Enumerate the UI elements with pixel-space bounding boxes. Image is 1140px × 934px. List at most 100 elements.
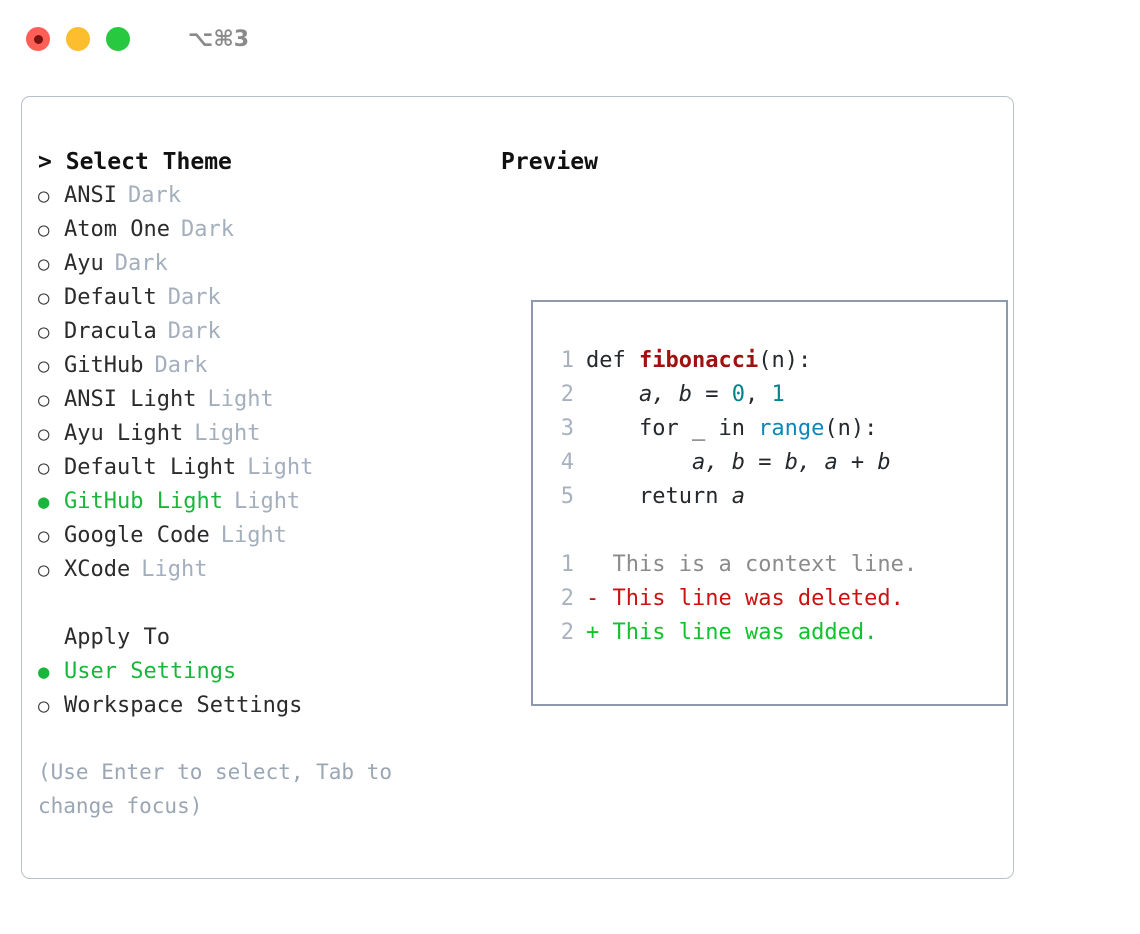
theme-option-label: Default [64, 285, 157, 310]
apply-to-heading: ○Apply To [38, 621, 488, 655]
apply-to-option-user-settings[interactable]: ● User Settings [38, 655, 488, 689]
theme-variant-badge: Dark [180, 217, 234, 242]
radio-unselected-icon: ○ [38, 695, 50, 717]
apply-to-option-label: User Settings [64, 659, 237, 684]
theme-option-label: ANSI [64, 183, 117, 208]
code-token-var: a [731, 484, 745, 509]
code-line: 4 a, b = b, a + b [550, 446, 917, 480]
theme-variant-badge: Light [247, 455, 314, 480]
theme-option-label: Ayu [64, 251, 104, 276]
theme-option-default[interactable]: ○ Default Dark [38, 281, 488, 315]
theme-option-dracula[interactable]: ○ Dracula Dark [38, 315, 488, 349]
title-bar: ⌥⌘3 [0, 0, 1140, 78]
radio-unselected-icon: ○ [38, 389, 50, 411]
code-token-plain: , [744, 382, 772, 407]
code-token-var: a, b [691, 450, 745, 475]
code-token-plain: def [586, 348, 639, 373]
radio-unselected-icon: ○ [38, 423, 50, 445]
apply-to-option-workspace-settings[interactable]: ○Workspace Settings [38, 689, 488, 723]
theme-variant-badge: Dark [127, 183, 181, 208]
theme-variant-badge: Dark [167, 319, 221, 344]
radio-unselected-icon: ○ [38, 321, 50, 343]
theme-option-label: Dracula [64, 319, 157, 344]
code-token-var: b, a + b [784, 450, 891, 475]
diff-sign: - [586, 586, 600, 611]
minimize-window-button[interactable] [66, 27, 90, 51]
theme-option-google-code[interactable]: ○ Google Code Light [38, 519, 488, 553]
theme-option-ansi-light[interactable]: ○ ANSI Light Light [38, 383, 488, 417]
radio-selected-icon: ● [38, 661, 50, 683]
theme-option-label: Google Code [64, 523, 210, 548]
code-token-builtin: range [758, 416, 825, 441]
diff-line-text: This line was deleted. [612, 586, 904, 611]
diff-text [599, 548, 612, 582]
radio-selected-icon: ● [38, 491, 50, 513]
code-line: 3 for _ in range(n): [550, 412, 917, 446]
radio-unselected-icon: ○ [38, 457, 50, 479]
keyboard-shortcut-label: ⌥⌘3 [188, 26, 250, 52]
diff-line-deleted: 2- This line was deleted. [550, 582, 917, 616]
code-token-num: 0 [731, 382, 745, 407]
radio-unselected-icon: ○ [38, 287, 50, 309]
line-number: 2 [560, 620, 574, 645]
code-token-plain: return [586, 484, 732, 509]
theme-variant-badge: Dark [114, 251, 168, 276]
preview-heading: Preview [501, 149, 598, 175]
theme-variant-badge: Dark [167, 285, 221, 310]
line-number: 3 [560, 416, 574, 441]
code-token-plain [586, 378, 639, 412]
code-line: 2 a, b = 0, 1 [550, 378, 917, 412]
apply-to-marker-spacer: ○ [38, 621, 64, 655]
theme-variant-badge: Dark [154, 353, 208, 378]
apply-to-heading-label: Apply To [64, 625, 170, 650]
code-token-plain: for _ in [586, 416, 759, 441]
code-token-plain [586, 446, 692, 480]
theme-option-label: Default Light [64, 455, 237, 480]
radio-unselected-icon: ○ [38, 525, 50, 547]
radio-unselected-icon: ○ [38, 559, 50, 581]
line-number: 5 [560, 484, 574, 509]
code-line: 1 def fibonacci(n): [550, 344, 917, 378]
caret-icon: > [38, 149, 52, 175]
diff-sign: + [586, 620, 600, 645]
code-blank-line [550, 514, 917, 548]
line-number: 1 [560, 348, 574, 373]
theme-variant-badge: Light [141, 557, 208, 582]
maximize-window-button[interactable] [106, 27, 130, 51]
diff-text [599, 582, 612, 616]
theme-option-ansi[interactable]: ○ ANSI Dark [38, 179, 488, 213]
theme-variant-badge: Light [194, 421, 261, 446]
theme-option-label: Atom One [64, 217, 170, 242]
radio-unselected-icon: ○ [38, 185, 50, 207]
theme-option-label: GitHub Light [64, 489, 223, 514]
close-window-button[interactable] [26, 27, 50, 51]
select-theme-heading: > Select Theme [38, 145, 488, 179]
code-token-plain: (n): [758, 348, 812, 373]
line-number: 4 [560, 450, 574, 475]
select-theme-heading-label: Select Theme [65, 149, 232, 175]
code-token-var: a, b [638, 382, 692, 407]
theme-option-default-light[interactable]: ○ Default Light Light [38, 451, 488, 485]
code-token-func: fibonacci [638, 348, 759, 373]
theme-option-ayu-light[interactable]: ○ Ayu Light Light [38, 417, 488, 451]
diff-sign [586, 548, 599, 582]
theme-option-label: Ayu Light [64, 421, 184, 446]
theme-variant-badge: Light [220, 523, 287, 548]
code-token-plain: (n): [824, 416, 878, 441]
diff-line-context: 1 This is a context line. [550, 548, 917, 582]
apply-to-list[interactable]: ● User Settings ○Workspace Settings [38, 655, 488, 723]
diff-line-text: This line was added. [612, 620, 878, 645]
theme-variant-badge: Light [207, 387, 274, 412]
keyboard-hint-text: (Use Enter to select, Tab to change focu… [38, 760, 405, 818]
theme-option-label: ANSI Light [64, 387, 197, 412]
